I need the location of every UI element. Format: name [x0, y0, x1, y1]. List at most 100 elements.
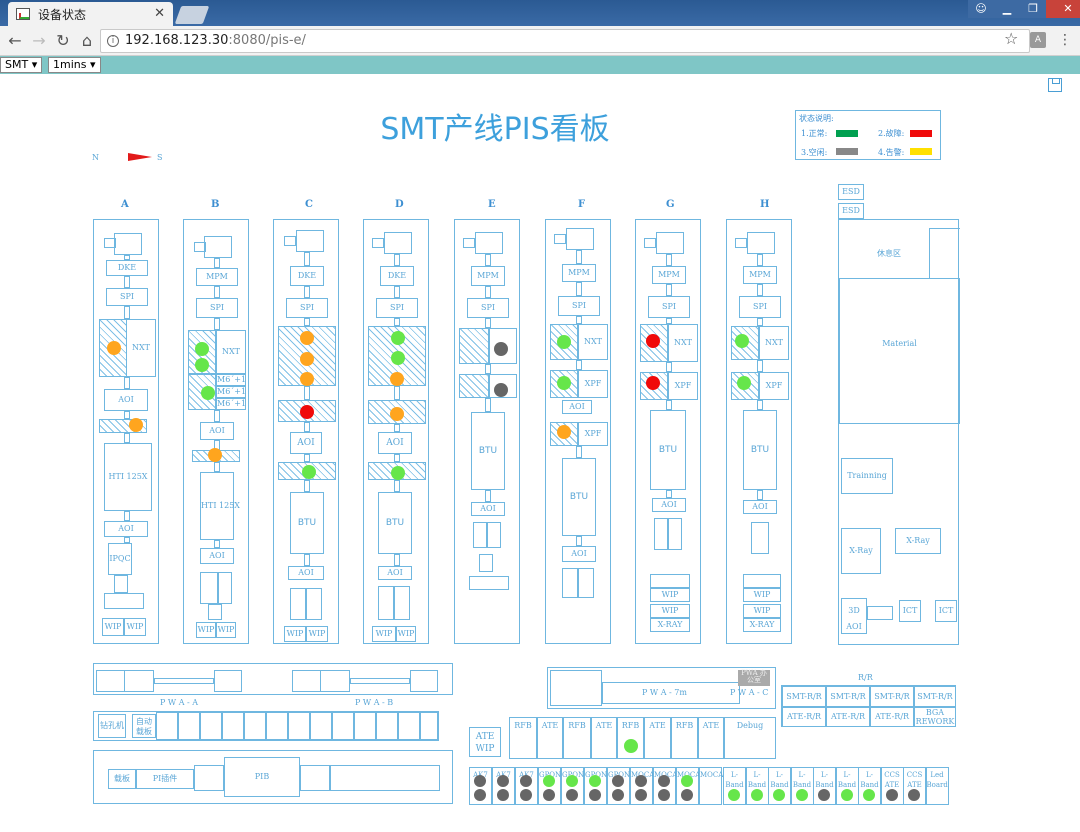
rfb-ate-cell[interactable]: RFB: [509, 717, 537, 759]
ate-wip[interactable]: ATE WIP: [469, 727, 501, 757]
tab-close-icon[interactable]: ✕: [154, 6, 165, 21]
line-h-status-2[interactable]: [737, 376, 751, 390]
line-d-status-2[interactable]: [391, 351, 405, 365]
ak-status-dot-bottom[interactable]: [635, 789, 647, 801]
ak-status-dot-bottom[interactable]: [543, 789, 555, 801]
rfb-ate-cell[interactable]: ATE: [591, 717, 617, 759]
line-c-status-4[interactable]: [300, 405, 314, 419]
lband-status-dot[interactable]: [908, 789, 920, 801]
line-h-frame[interactable]: MPM SPI NXT XPF BTU AOI WIP WIP X-RAY: [726, 219, 792, 644]
ak-status-dot-bottom[interactable]: [520, 789, 532, 801]
lband-status-dot[interactable]: [728, 789, 740, 801]
line-b-status-3[interactable]: [201, 386, 215, 400]
rr-cell-3[interactable]: SMT-R/R: [870, 686, 914, 707]
line-c-status-3[interactable]: [300, 372, 314, 386]
rfb-ate-cell[interactable]: Debug: [724, 717, 776, 759]
line-b-status-4[interactable]: [208, 448, 222, 462]
rfb-ate-cell[interactable]: ATE: [644, 717, 671, 759]
ak-status-dot-top[interactable]: [520, 775, 532, 787]
ak-status-dot-bottom[interactable]: [681, 789, 693, 801]
lband-status-dot[interactable]: [818, 789, 830, 801]
ak-status-dot-bottom[interactable]: [474, 789, 486, 801]
ak-status-dot-bottom[interactable]: [497, 789, 509, 801]
info-icon[interactable]: i: [107, 35, 119, 47]
line-f-status-2[interactable]: [557, 376, 571, 390]
rfb-ate-cell[interactable]: ATE: [537, 717, 563, 759]
ak-status-dot-bottom[interactable]: [612, 789, 624, 801]
lband-status-dot[interactable]: [750, 789, 763, 801]
ak-status-dot-bottom[interactable]: [589, 789, 601, 801]
line-d-status-4[interactable]: [390, 407, 404, 421]
line-f-frame[interactable]: MPM SPI NXT XPF AOI XPF BTU AOI: [545, 219, 611, 644]
ak-status-dot-top[interactable]: [658, 775, 670, 787]
line-g-status-2[interactable]: [646, 376, 660, 390]
rfb-ate-cell[interactable]: ATE: [698, 717, 724, 759]
ak-status-dot-top[interactable]: [543, 775, 555, 787]
ak-status-dot-bottom[interactable]: [566, 789, 578, 801]
rfb-ate-cell[interactable]: RFB: [671, 717, 698, 759]
interval-select[interactable]: 1mins ▾: [48, 57, 101, 73]
forward-icon[interactable]: →: [32, 31, 46, 50]
line-h-status-1[interactable]: [735, 334, 749, 348]
ak-status-dot-top[interactable]: [566, 775, 578, 787]
line-e-status-1[interactable]: [494, 342, 508, 356]
training-area[interactable]: Trainning: [841, 458, 893, 494]
maximize-icon[interactable]: ❐: [1020, 0, 1046, 18]
address-bar[interactable]: i 192.168.123.30:8080/pis-e/: [100, 29, 1030, 53]
line-f-status-1[interactable]: [557, 335, 571, 349]
line-c-status-1[interactable]: [300, 331, 314, 345]
lband-status-dot[interactable]: [795, 789, 808, 801]
browser-tab[interactable]: 设备状态 ✕: [8, 2, 173, 26]
plate-station[interactable]: 载板: [108, 769, 136, 789]
pi-insert[interactable]: PI插件: [136, 769, 194, 789]
rr-cell-8[interactable]: BGA REWORK: [914, 707, 956, 727]
line-d-status-3[interactable]: [390, 372, 404, 386]
line-d-frame[interactable]: DKE SPI AOI BTU AOI WIP WIP: [363, 219, 429, 644]
auto-carrier[interactable]: 自动 载板: [132, 714, 156, 738]
line-g-status-1[interactable]: [646, 334, 660, 348]
home-icon[interactable]: ⌂: [81, 31, 93, 50]
lband-status-dot[interactable]: [885, 789, 898, 801]
ak-status-dot-bottom[interactable]: [658, 789, 670, 801]
lband-status-dot[interactable]: [863, 789, 875, 801]
line-a-frame[interactable]: DKE SPI NXT AOI HTI 125X AOI IPQC WIP WI…: [93, 219, 159, 644]
ak-status-dot-top[interactable]: [589, 775, 601, 787]
aoi-3d-area[interactable]: 3D AOI: [841, 598, 867, 634]
line-c-frame[interactable]: DKE SPI AOI BTU AOI WIP WIP: [273, 219, 339, 644]
back-icon[interactable]: ←: [8, 31, 22, 50]
line-c-status-5[interactable]: [302, 465, 316, 479]
ak-gpon-moca-cell[interactable]: MOCA: [699, 767, 723, 805]
esd-2[interactable]: ESD: [838, 203, 864, 219]
extension-icon[interactable]: A: [1030, 32, 1046, 48]
line-e-frame[interactable]: MPM SPI BTU AOI: [454, 219, 520, 644]
rfb-status-dot[interactable]: [624, 739, 638, 753]
rr-cell-7[interactable]: ATE-R/R: [870, 707, 914, 727]
line-c-status-2[interactable]: [300, 352, 314, 366]
line-b-frame[interactable]: MPM SPI NXT M6´+1 M6´+1 M6´+1 AOI HTI 12…: [183, 219, 249, 644]
save-icon[interactable]: [1048, 78, 1062, 92]
line-b-status-2[interactable]: [195, 358, 209, 372]
menu-icon[interactable]: ⋮: [1058, 32, 1072, 48]
line-g-frame[interactable]: MPM SPI NXT XPF BTU AOI WIP WIP X-RAY: [635, 219, 701, 644]
line-b-status-1[interactable]: [195, 342, 209, 356]
ict-2[interactable]: ICT: [935, 600, 957, 622]
reload-icon[interactable]: ↻: [56, 31, 70, 50]
line-a-status-1[interactable]: [107, 341, 121, 355]
line-a-status-2[interactable]: [129, 418, 143, 432]
pib-machine[interactable]: PIB: [224, 757, 300, 797]
rfb-ate-cell[interactable]: RFB: [617, 717, 644, 759]
line-select[interactable]: SMT ▾: [0, 57, 43, 73]
ak-status-dot-top[interactable]: [612, 775, 624, 787]
ak-status-dot-top[interactable]: [681, 775, 693, 787]
new-tab-button[interactable]: [174, 6, 210, 24]
drill-machine[interactable]: 钻孔机: [98, 714, 126, 738]
xray-area-2[interactable]: X-Ray: [895, 528, 941, 554]
material-area[interactable]: Material: [839, 278, 960, 424]
rfb-ate-cell[interactable]: RFB: [563, 717, 591, 759]
minimize-icon[interactable]: ▁: [994, 0, 1020, 18]
line-d-status-1[interactable]: [391, 331, 405, 345]
account-icon[interactable]: ☺: [968, 0, 994, 18]
xray-area-1[interactable]: X-Ray: [841, 528, 881, 574]
pwa-office[interactable]: PWA 办公室: [738, 670, 770, 686]
close-window-icon[interactable]: ✕: [1046, 0, 1080, 18]
